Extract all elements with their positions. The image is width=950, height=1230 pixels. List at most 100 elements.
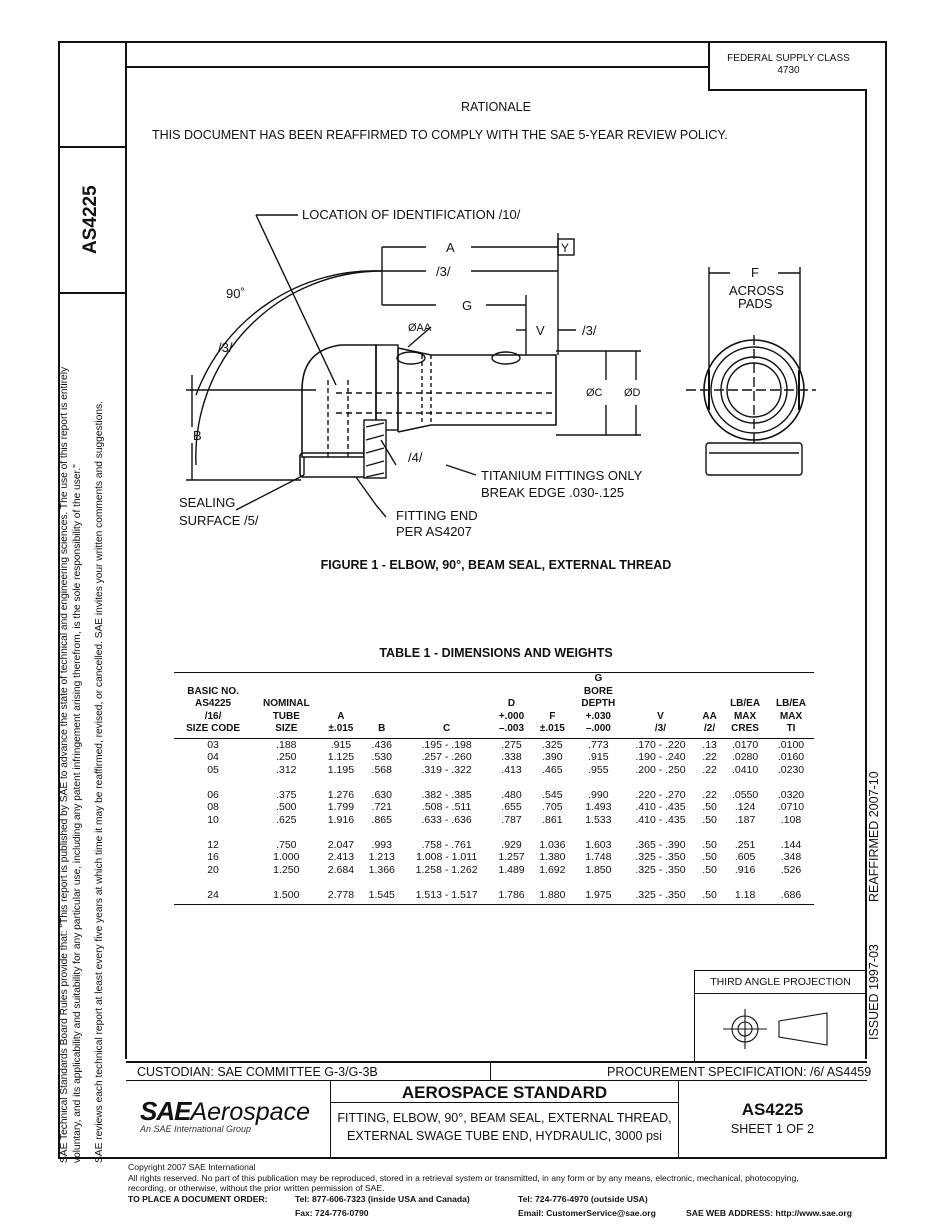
- document-title: FITTING, ELBOW, 90°, BEAM SEAL, EXTERNAL…: [331, 1109, 678, 1145]
- table-cell: .348: [780, 851, 802, 864]
- table-header-line: F: [549, 710, 556, 722]
- side-notice-line-2: voluntary, and its applicability and sui…: [72, 464, 83, 1163]
- table-cell: .0170: [731, 738, 759, 751]
- table-header-line: G: [594, 673, 603, 684]
- label-c: ØC: [586, 387, 603, 399]
- label-d: ØD: [624, 387, 641, 399]
- label-break-edge: BREAK EDGE .030-.125: [481, 485, 624, 500]
- table-cell: .0550: [731, 788, 759, 801]
- table-cell: .124: [734, 801, 756, 814]
- table-cell: .915: [330, 738, 352, 751]
- table-cell: .630: [371, 788, 392, 801]
- table-cell: .508 - .511: [421, 801, 472, 814]
- table-group-gap: [174, 877, 814, 889]
- table-header-line: SIZE CODE: [186, 723, 241, 734]
- elbow-fitting-drawing: LOCATION OF IDENTIFICATION /10/ A Y /3/ …: [179, 207, 816, 539]
- standard-rule: [331, 1102, 678, 1103]
- table-header-line: MAX: [733, 710, 757, 722]
- table-cell: 1.276: [327, 788, 355, 801]
- table-header-line: TUBE: [272, 710, 300, 722]
- spine-box-bottom: [58, 292, 126, 294]
- table-cell: .250: [276, 751, 297, 764]
- label-sealing: SEALING: [179, 495, 235, 510]
- table-cell: .545: [542, 788, 563, 801]
- table-cell: 1.257: [498, 851, 525, 864]
- table-cell: .50: [702, 838, 717, 851]
- table-cell: .0710: [777, 801, 805, 814]
- label-surface: SURFACE /5/: [179, 513, 259, 528]
- table-cell: .275: [501, 738, 522, 751]
- footer-email[interactable]: Email: CustomerService@sae.org: [518, 1208, 656, 1218]
- sae-aerospace-logo: SAEAerospace An SAE International Group: [140, 1096, 310, 1134]
- fsc-box: FEDERAL SUPPLY CLASS 4730: [708, 41, 867, 91]
- footer-fax: Fax: 724-776-0790: [295, 1208, 369, 1218]
- table-cell: 1.692: [539, 864, 566, 877]
- table-cell: .605: [734, 851, 756, 864]
- table-cell: .251: [734, 838, 756, 851]
- procurement-text: PROCUREMENT SPECIFICATION: /6/ AS4459: [607, 1065, 872, 1079]
- table-cell: 1.125: [327, 751, 355, 764]
- table-cell: .257 - .260: [421, 751, 472, 764]
- fsc-label: FEDERAL SUPPLY CLASS: [727, 53, 850, 64]
- table-cell: 1.545: [361, 888, 403, 905]
- custodian-divider: [490, 1061, 491, 1081]
- table-cell: 12: [207, 838, 219, 851]
- table-cell: .568: [371, 763, 392, 776]
- table-cell: .990: [588, 788, 609, 801]
- id-leader: [255, 214, 337, 386]
- table-cell: .325: [542, 738, 563, 751]
- table-cell: .500: [276, 801, 297, 814]
- table-cell: .758 - .761: [421, 838, 472, 851]
- table-cell: 10: [207, 814, 219, 827]
- document-title-line-2: EXTERNAL SWAGE TUBE END, HYDRAULIC, 3000…: [347, 1129, 662, 1143]
- fsc-number: 4730: [777, 65, 800, 76]
- side-notice-review: SAE reviews each technical report at lea…: [94, 401, 105, 1163]
- table-header-line: B: [378, 723, 386, 734]
- table-cell: .187: [734, 814, 756, 827]
- footer-rights-2: recording, or otherwise, without the pri…: [128, 1183, 385, 1194]
- table-cell: .686: [768, 888, 814, 905]
- table-cell: .325 - .350: [635, 864, 686, 877]
- title-block-rule: [126, 1080, 867, 1081]
- left-column-divider: [125, 41, 127, 1059]
- table-header-line: AA: [702, 710, 717, 722]
- table-cell: .50: [702, 851, 717, 864]
- table-cell: .195 - .198: [421, 738, 472, 751]
- projection-symbol-icon: [723, 1009, 828, 1049]
- table-cell: 1.513 - 1.517: [402, 888, 492, 905]
- table-cell: 1.493: [585, 801, 612, 814]
- table-header-cell: AA/2/: [697, 672, 723, 739]
- logo-aerospace: Aerospace: [190, 1098, 310, 1126]
- table-header-cell: D+.000–.003: [491, 672, 532, 739]
- table-cell: .220 - .270: [635, 788, 686, 801]
- table-header-line: BORE: [583, 685, 613, 697]
- table-header-cell: BASIC NO.AS4225/16/SIZE CODE: [174, 672, 253, 739]
- table-cell: 1.603: [585, 838, 612, 851]
- table-cell: 1.008 - 1.011: [416, 851, 478, 864]
- table-cell: .365 - .390: [635, 838, 686, 851]
- label-location-id: LOCATION OF IDENTIFICATION /10/: [302, 207, 521, 222]
- table-cell: 24: [174, 888, 253, 905]
- table-header-line: –.000: [585, 723, 611, 734]
- table-header-line: CRES: [731, 723, 759, 734]
- table-header-cell: F±.015: [531, 672, 573, 739]
- document-number: AS4225: [741, 1100, 804, 1119]
- footer-tel-usa: Tel: 877-606-7323 (inside USA and Canada…: [295, 1194, 470, 1204]
- logo-divider: [330, 1081, 331, 1159]
- table-cell: .480: [501, 788, 522, 801]
- header-rule: [125, 66, 709, 68]
- table-cell: .410 - .435: [635, 801, 686, 814]
- table-cell: 1.250: [273, 864, 300, 877]
- logo-sae: SAE: [140, 1096, 191, 1126]
- document-number-block: AS4225 SHEET 1 OF 2: [679, 1100, 866, 1136]
- table-group-gap: [174, 777, 814, 789]
- footer-web[interactable]: SAE WEB ADDRESS: http://www.sae.org: [686, 1208, 852, 1218]
- table-cell: .865: [371, 814, 392, 827]
- table-cell: .915: [588, 751, 609, 764]
- table-group-gap: [174, 827, 814, 839]
- table-cell: .436: [371, 738, 392, 751]
